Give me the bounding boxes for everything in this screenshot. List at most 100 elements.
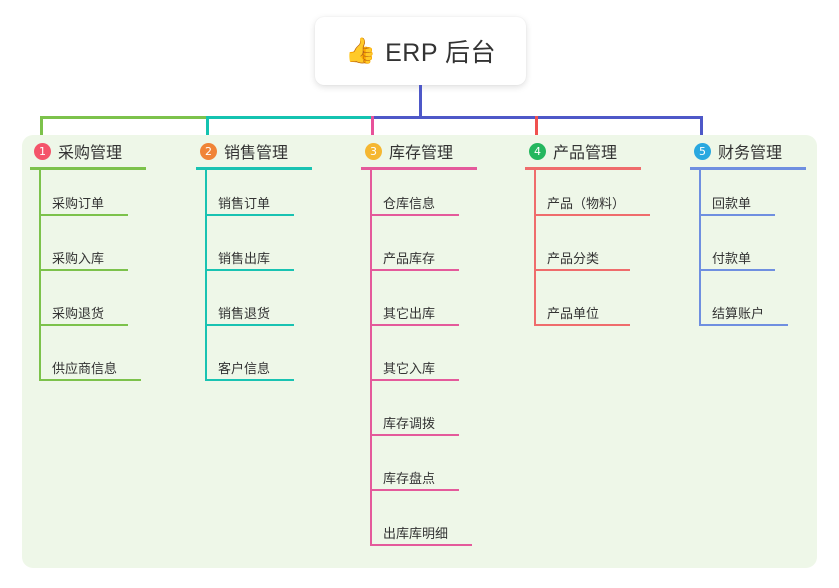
- module-item[interactable]: 其它出库: [351, 280, 501, 335]
- module-header-rule: [690, 167, 806, 170]
- module-item-rule: [205, 324, 294, 326]
- module-item-label: 产品库存: [383, 251, 436, 266]
- module-item-rule: [370, 214, 459, 216]
- root-node[interactable]: 👍 ERP 后台: [315, 17, 526, 85]
- module-spine: [370, 170, 372, 546]
- module-item-rule: [39, 269, 128, 271]
- module-item[interactable]: 产品库存: [351, 225, 501, 280]
- module-item-rule: [370, 544, 472, 546]
- module-item-rule: [534, 324, 630, 326]
- module-item-label: 销售退货: [218, 306, 271, 321]
- module-item[interactable]: 付款单: [680, 225, 820, 280]
- module-item-list: 产品（物料） 产品分类产品单位: [515, 170, 670, 335]
- module-column-1: 1 采购管理采购订单采购入库采购退货供应商信息: [20, 135, 170, 390]
- module-item-label: 客户信息: [218, 361, 271, 376]
- module-item-label: 仓库信息: [383, 196, 436, 211]
- root-connector-drop: [419, 85, 422, 119]
- module-item[interactable]: 供应商信息: [20, 335, 170, 390]
- module-header-2[interactable]: 2 销售管理: [186, 135, 336, 167]
- thumbs-up-icon: 👍: [344, 36, 377, 65]
- module-item[interactable]: 销售退货: [186, 280, 336, 335]
- module-header-3[interactable]: 3 库存管理: [351, 135, 501, 167]
- module-item[interactable]: 产品（物料）: [515, 170, 670, 225]
- module-item[interactable]: 采购入库: [20, 225, 170, 280]
- root-node-label: ERP 后台: [385, 39, 497, 67]
- module-item-rule: [699, 269, 775, 271]
- module-item-label: 采购入库: [52, 251, 105, 266]
- column-connector-drop-1: [40, 116, 43, 150]
- module-item[interactable]: 库存调拨: [351, 390, 501, 445]
- module-item-label: 其它出库: [383, 306, 436, 321]
- module-item-list: 仓库信息产品库存其它出库其它入库库存调拨库存盘点出库库明细: [351, 170, 501, 555]
- module-title: 产品管理: [553, 145, 618, 162]
- column-connector-drop-3: [371, 116, 374, 150]
- module-item-rule: [534, 269, 630, 271]
- module-item-rule: [205, 269, 294, 271]
- module-item-label: 结算账户: [712, 306, 765, 321]
- module-spine: [534, 170, 536, 326]
- module-item-rule: [370, 269, 459, 271]
- module-item-label: 产品（物料）: [547, 196, 626, 211]
- module-item[interactable]: 库存盘点: [351, 445, 501, 500]
- bus-segment-2: [206, 116, 374, 119]
- module-item-rule: [370, 379, 459, 381]
- modules-panel: 1 采购管理采购订单采购入库采购退货供应商信息 2 销售管理销售订单销售出库销售退货客…: [22, 135, 817, 568]
- module-item-rule: [370, 434, 459, 436]
- module-item-label: 库存调拨: [383, 416, 436, 431]
- module-item[interactable]: 其它入库: [351, 335, 501, 390]
- bus-segment-1: [40, 116, 209, 119]
- module-item-rule: [205, 379, 294, 381]
- module-column-2: 2 销售管理销售订单销售出库销售退货客户信息: [186, 135, 336, 390]
- module-item-label: 销售订单: [218, 196, 271, 211]
- module-spine: [205, 170, 207, 381]
- column-connector-drop-4: [535, 116, 538, 150]
- module-title: 库存管理: [389, 145, 454, 162]
- module-item[interactable]: 产品单位: [515, 280, 670, 335]
- module-header-rule: [525, 167, 641, 170]
- module-item-rule: [39, 214, 128, 216]
- module-item[interactable]: 客户信息: [186, 335, 336, 390]
- module-item-label: 其它入库: [383, 361, 436, 376]
- module-number-badge: 2: [200, 142, 217, 160]
- module-number-badge: 1: [34, 142, 51, 160]
- module-item[interactable]: 出库库明细: [351, 500, 501, 555]
- module-item-list: 采购订单采购入库采购退货供应商信息: [20, 170, 170, 390]
- module-item[interactable]: 采购订单: [20, 170, 170, 225]
- column-connector-drop-2: [206, 116, 209, 150]
- module-item-list: 回款单付款单结算账户: [680, 170, 820, 335]
- module-item-rule: [39, 379, 141, 381]
- module-item[interactable]: 销售订单: [186, 170, 336, 225]
- module-item[interactable]: 回款单: [680, 170, 820, 225]
- module-spine: [699, 170, 701, 326]
- module-title: 财务管理: [718, 145, 783, 162]
- module-item-rule: [534, 214, 650, 216]
- module-spine: [39, 170, 41, 381]
- module-item-label: 产品分类: [547, 251, 600, 266]
- module-item-rule: [370, 489, 459, 491]
- module-item-label: 出库库明细: [383, 526, 449, 541]
- module-item-label: 采购订单: [52, 196, 105, 211]
- module-item[interactable]: 产品分类: [515, 225, 670, 280]
- module-title: 采购管理: [58, 145, 123, 162]
- module-item-rule: [370, 324, 459, 326]
- module-item[interactable]: 采购退货: [20, 280, 170, 335]
- module-item-rule: [699, 324, 788, 326]
- module-item-label: 销售出库: [218, 251, 271, 266]
- module-item-label: 付款单: [712, 251, 752, 266]
- module-title: 销售管理: [224, 145, 289, 162]
- module-header-1[interactable]: 1 采购管理: [20, 135, 170, 167]
- module-item[interactable]: 结算账户: [680, 280, 820, 335]
- module-number-badge: 3: [365, 142, 382, 160]
- module-item-label: 供应商信息: [52, 361, 118, 376]
- module-item-label: 回款单: [712, 196, 752, 211]
- module-item-rule: [205, 214, 294, 216]
- module-item[interactable]: 销售出库: [186, 225, 336, 280]
- module-header-rule: [196, 167, 312, 170]
- module-item[interactable]: 仓库信息: [351, 170, 501, 225]
- module-column-3: 3 库存管理仓库信息产品库存其它出库其它入库库存调拨库存盘点出库库明细: [351, 135, 501, 555]
- module-item-list: 销售订单销售出库销售退货客户信息: [186, 170, 336, 390]
- module-item-rule: [699, 214, 775, 216]
